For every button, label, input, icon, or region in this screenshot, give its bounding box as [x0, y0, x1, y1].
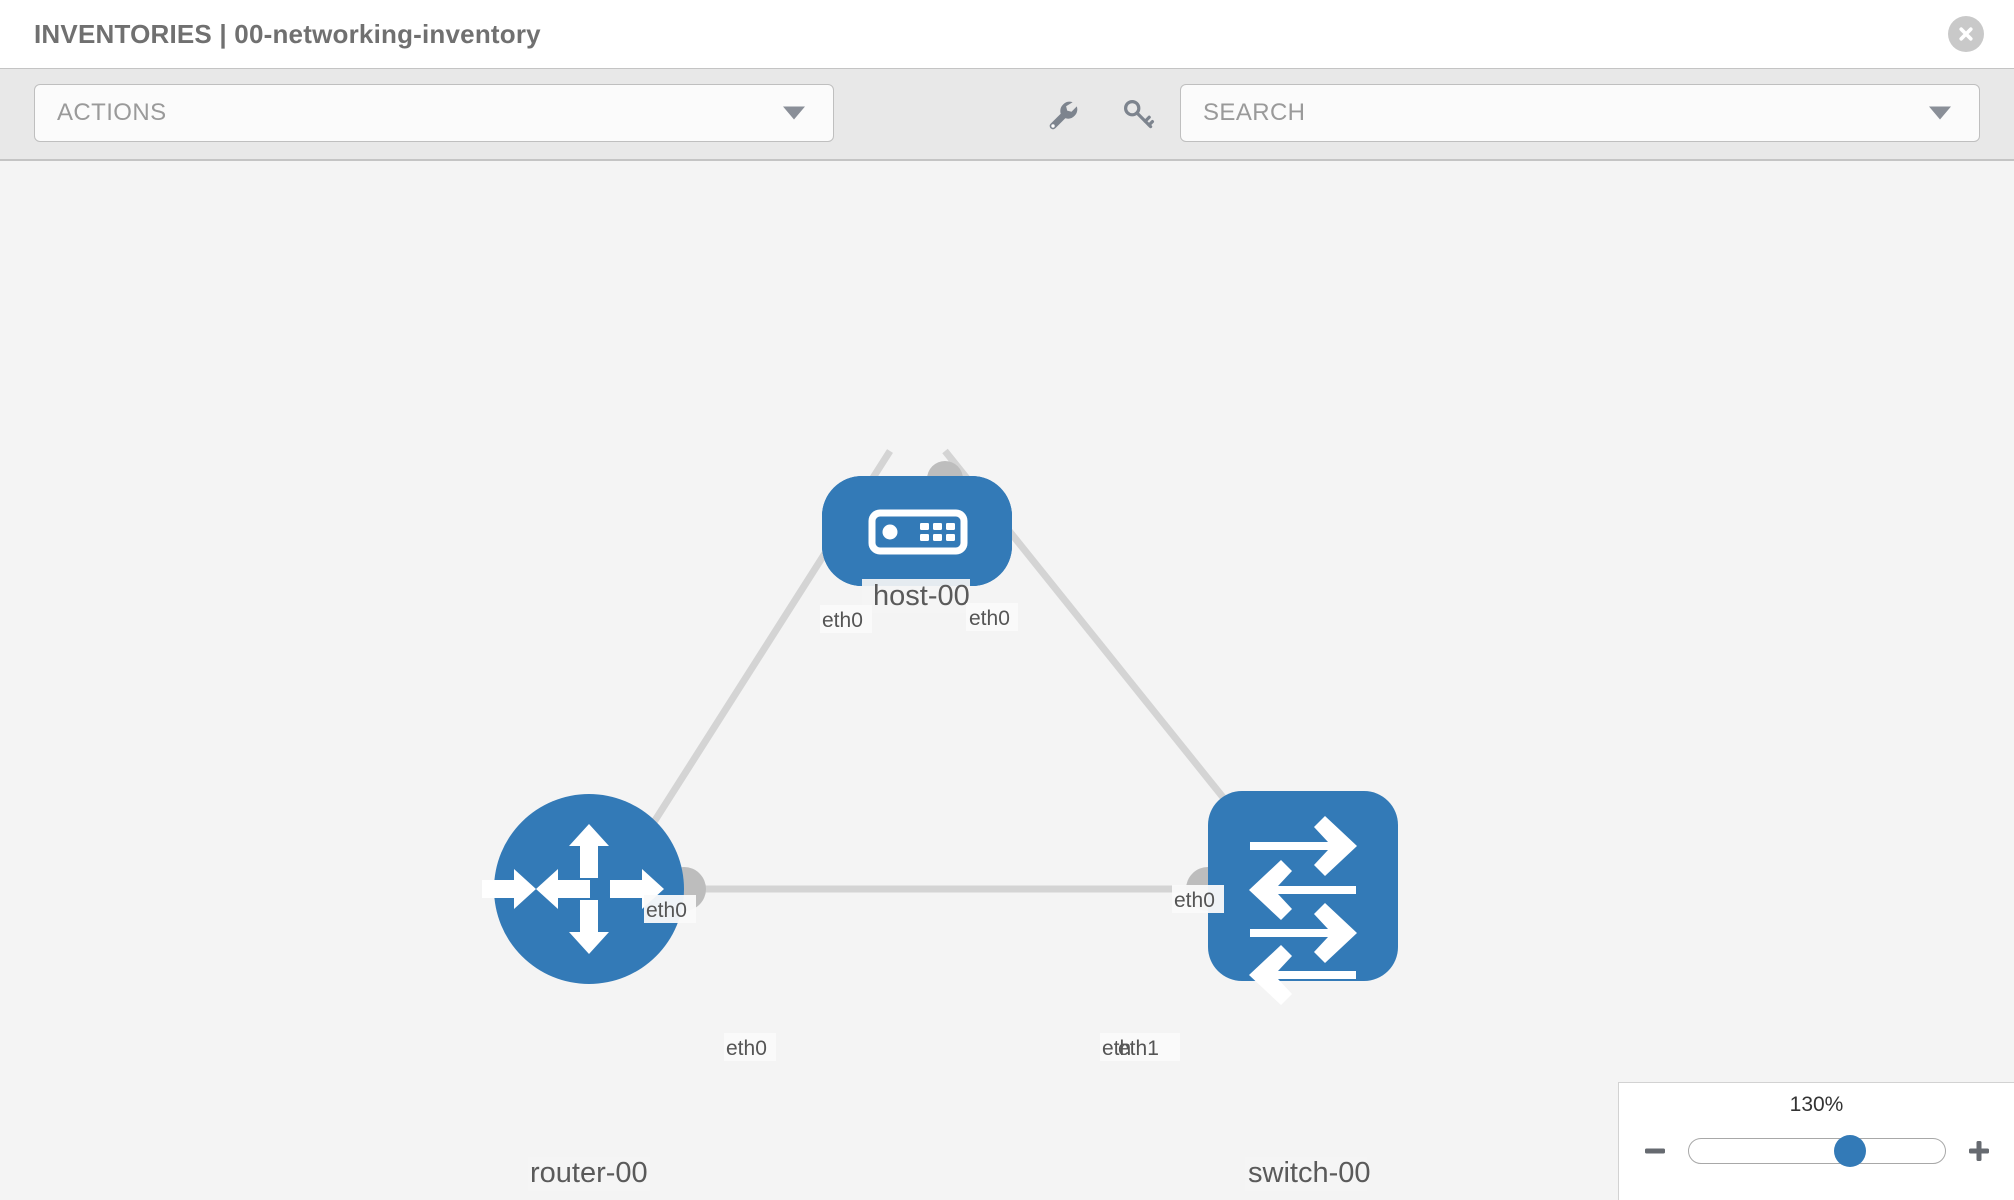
- close-icon[interactable]: [1948, 16, 1984, 52]
- toolbar: ACTIONS: [0, 68, 2014, 161]
- edge-label-router-eth0-horiz: eth0: [726, 1037, 767, 1060]
- router-arrows-icon: [482, 824, 664, 954]
- node-label-router-00: router-00: [530, 1157, 648, 1189]
- actions-dropdown[interactable]: ACTIONS: [34, 84, 834, 142]
- topology-canvas[interactable]: host-00 router-00 switch-00 eth0 eth0 et…: [0, 161, 2014, 1200]
- search-placeholder: SEARCH: [1203, 99, 1306, 126]
- edge-label-host-eth0-left: eth0: [822, 609, 863, 632]
- wrench-icon[interactable]: [1040, 92, 1084, 136]
- zoom-controls: [1619, 1131, 2014, 1171]
- page-header: INVENTORIES | 00-networking-inventory: [0, 0, 2014, 68]
- search-input[interactable]: SEARCH: [1180, 84, 1980, 142]
- toolbar-icon-group: [1040, 92, 1160, 136]
- node-router-00[interactable]: [482, 794, 684, 984]
- zoom-control-panel: 130%: [1618, 1082, 2014, 1200]
- key-icon[interactable]: [1116, 92, 1160, 136]
- edge-label-host-eth0-right: eth0: [969, 607, 1010, 630]
- node-switch-00[interactable]: [1208, 791, 1398, 1005]
- chevron-down-icon: [783, 106, 805, 120]
- edge-label-switch-eth0-diag: eth0: [1174, 889, 1215, 912]
- node-label-host-00: host-00: [873, 580, 970, 612]
- node-label-switch-00: switch-00: [1248, 1157, 1371, 1189]
- plus-icon[interactable]: [1964, 1136, 1994, 1166]
- edge-label-router-eth0-diag: eth0: [646, 899, 687, 922]
- edge-label-switch-eth-overlap-a: eth: [1102, 1037, 1131, 1060]
- edge-label-switch-eth1-overlap-b: eth1: [1118, 1037, 1159, 1060]
- zoom-slider-thumb[interactable]: [1833, 1135, 1866, 1167]
- node-host-00[interactable]: [822, 476, 1012, 586]
- zoom-level-value: 130%: [1789, 1093, 1844, 1116]
- node-label-group: host-00 router-00 switch-00: [528, 579, 1371, 1191]
- zoom-slider[interactable]: [1687, 1135, 1946, 1167]
- edge-label-group: eth0 eth0 eth0 eth0 eth0 eth eth1: [644, 603, 1224, 1061]
- server-icon: [868, 509, 968, 555]
- page-title: INVENTORIES | 00-networking-inventory: [34, 18, 541, 49]
- switch-arrows-icon: [1249, 816, 1357, 1005]
- minus-icon[interactable]: [1640, 1136, 1670, 1166]
- actions-dropdown-label: ACTIONS: [57, 99, 167, 126]
- topology-graph: host-00 router-00 switch-00 eth0 eth0 et…: [482, 448, 1398, 1191]
- chevron-down-icon[interactable]: [1929, 106, 1951, 120]
